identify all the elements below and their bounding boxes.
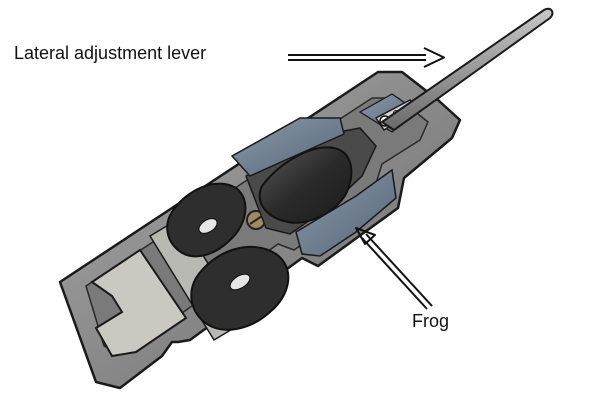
frog-callout-arrow [355,227,433,310]
toe-pad [90,248,188,358]
lever-callout-arrow [288,47,445,68]
adjustment-cylinder [258,146,353,224]
knob-lower-hole [229,273,251,291]
lateral-adjustment-lever-label: Lateral adjustment lever [14,43,207,63]
lateral-adjustment-lever [381,7,554,131]
frog-part [295,168,397,257]
frog-label: Frog [412,311,450,331]
knob-upper-hole [198,218,218,234]
frog-upper-part [230,117,345,177]
